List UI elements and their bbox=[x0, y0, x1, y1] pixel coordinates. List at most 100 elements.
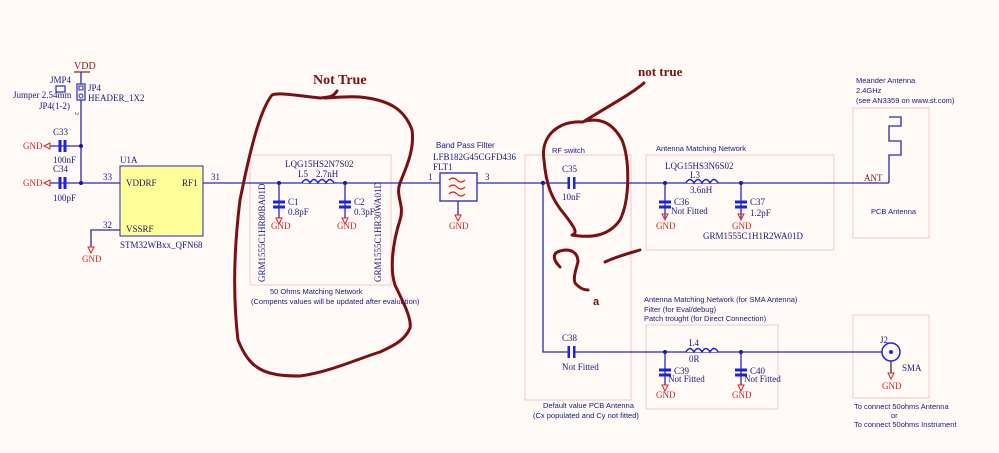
c1-ref: C1 bbox=[288, 197, 299, 207]
inductor-l3-icon bbox=[685, 178, 719, 185]
sma-matching-filter: Filter (for Eval/debug) bbox=[644, 305, 717, 314]
header-pin2 bbox=[78, 93, 84, 99]
c40-ref: C40 bbox=[750, 366, 766, 376]
pin-number-32: 32 bbox=[103, 220, 112, 230]
header-pin1 bbox=[78, 85, 84, 91]
junction-dot bbox=[79, 144, 83, 148]
c2-value: 0.3pF bbox=[354, 207, 375, 217]
rf-switch-title: RF switch bbox=[552, 146, 585, 155]
annotation-letter: a bbox=[593, 296, 600, 308]
mcu-gnd: GND bbox=[82, 254, 102, 264]
annotation-not-true-2: not true bbox=[638, 64, 683, 79]
c37-ref: C37 bbox=[750, 197, 766, 207]
annotation-ink: Not True not true a bbox=[233, 64, 683, 378]
rf-switch-note: (Cx populated and Cy not fitted) bbox=[533, 411, 639, 420]
sma-box bbox=[852, 314, 930, 399]
annotation-question-mark bbox=[552, 248, 590, 292]
pcb-antenna: Meander Antenna 2.4GHz (see AN3359 on ww… bbox=[856, 76, 955, 216]
jumper-icon bbox=[55, 85, 66, 93]
cap-c33: C33 100nF GND bbox=[23, 127, 83, 165]
gnd-icon bbox=[661, 384, 669, 393]
l4-ref: L4 bbox=[689, 338, 699, 348]
bandpass-filter-flt1: Band Pass Filter LFB182G45CGFD436 FLT1 1… bbox=[428, 141, 517, 231]
c36-gnd: GND bbox=[656, 221, 676, 231]
c38-gap bbox=[570, 345, 573, 359]
jumper-jmp4: JMP4 Jumper 2.54mm JP4(1-2) JP4 HEADER_1… bbox=[13, 75, 145, 115]
rf-switch-box bbox=[524, 154, 632, 401]
bpf-pin-out: 3 bbox=[485, 172, 490, 182]
c40-value: Not Fitted bbox=[744, 374, 781, 384]
gnd-icon bbox=[454, 214, 462, 223]
bpf-ref: FLT1 bbox=[433, 162, 453, 172]
gnd-icon bbox=[737, 213, 745, 222]
inductor-l5-icon bbox=[301, 178, 335, 185]
ant-net-label: ANT bbox=[864, 173, 883, 183]
c33-gnd: GND bbox=[23, 141, 43, 151]
jumper-type: Jumper 2.54mm bbox=[13, 90, 72, 100]
l5-value: 2.7nH bbox=[316, 169, 339, 179]
mcu-body bbox=[119, 165, 204, 237]
c35-ref: C35 bbox=[562, 164, 578, 174]
pin-number-31: 31 bbox=[211, 172, 220, 182]
sma-matching: Antenna Matching Network (for SMA Antenn… bbox=[644, 295, 798, 400]
sma-center-pin bbox=[889, 350, 893, 354]
antenna-matching-box bbox=[645, 154, 835, 251]
antenna-matching: Antenna Matching Network LQG15HS3N6S02 L… bbox=[656, 144, 804, 241]
c38-ref: C38 bbox=[562, 333, 578, 343]
c36-ref: C36 bbox=[674, 197, 690, 207]
bpf-body bbox=[439, 172, 478, 202]
c36-value: Not Fitted bbox=[671, 206, 708, 216]
meander-antenna-icon bbox=[888, 116, 902, 183]
inductor-l4-icon bbox=[685, 347, 719, 354]
antenna-title: Meander Antenna bbox=[856, 76, 916, 85]
c39-value: Not Fitted bbox=[668, 374, 705, 384]
jumper-ref: JMP4 bbox=[50, 75, 72, 85]
c1-gnd: GND bbox=[271, 221, 291, 231]
header-icon bbox=[76, 83, 86, 101]
antenna-matching-title: Antenna Matching Network bbox=[656, 144, 746, 153]
sma-gnd: GND bbox=[882, 381, 902, 391]
mcu-part: STM32WBxx_QFN68 bbox=[120, 240, 203, 250]
gnd-icon bbox=[87, 246, 95, 255]
rf-switch-caption: Default value PCB Antenna bbox=[543, 401, 635, 410]
c35-value: 10nF bbox=[562, 192, 581, 202]
annotation-circle-1 bbox=[233, 89, 415, 378]
sma-caption-1: To connect 50ohms Antenna bbox=[854, 402, 949, 411]
bpf-title: Band Pass Filter bbox=[436, 141, 495, 150]
l3-ref: L3 bbox=[690, 170, 700, 180]
annotation-circle-2 bbox=[542, 81, 646, 238]
c2-part: GRM1555C1HR30WA01D bbox=[373, 181, 383, 282]
pin-rf1: RF1 bbox=[182, 178, 198, 188]
sma-matching-patch: Patch trought (for Direct Connection) bbox=[644, 314, 767, 323]
vssrf-wire bbox=[90, 229, 120, 247]
pcb-antenna-box bbox=[852, 107, 930, 239]
l4-value: 0R bbox=[689, 354, 700, 364]
bpf-pin-in: 1 bbox=[428, 172, 433, 182]
pin-number-33: 33 bbox=[103, 172, 113, 182]
header-pin-number: 2 bbox=[73, 112, 79, 115]
c33-value: 100nF bbox=[53, 155, 76, 165]
gnd-icon bbox=[42, 179, 51, 187]
matching-50ohm: LQG15HS2N7S02 L5 2.7nH C1 0.8pF GND GRM1… bbox=[251, 159, 420, 306]
antenna-reference: (see AN3359 on www.st.com) bbox=[856, 96, 955, 105]
header-type: HEADER_1X2 bbox=[88, 93, 145, 103]
sma-branch-wire bbox=[542, 183, 889, 353]
c33-ref: C33 bbox=[53, 127, 69, 137]
c39-ref: C39 bbox=[674, 366, 690, 376]
sma-matching-title: Antenna Matching Network (for SMA Antenn… bbox=[644, 295, 798, 304]
junction-dot bbox=[79, 181, 83, 185]
c34-ref: C34 bbox=[53, 164, 69, 174]
sma-connector-j2: J2 GND SMA To connect 50ohms Antenna or … bbox=[854, 335, 957, 429]
pcb-antenna-caption: PCB Antenna bbox=[871, 207, 917, 216]
c2-gnd: GND bbox=[337, 221, 357, 231]
header-ref: JP4 bbox=[88, 83, 102, 93]
bpf-part: LFB182G45CGFD436 bbox=[433, 152, 517, 162]
c37-gnd: GND bbox=[732, 221, 752, 231]
sma-ref: J2 bbox=[880, 335, 888, 345]
c34-gnd: GND bbox=[23, 178, 43, 188]
pin-vddrf: VDDRF bbox=[126, 178, 157, 188]
sma-type: SMA bbox=[902, 363, 922, 373]
annotation-not-true-1: Not True bbox=[313, 73, 367, 88]
